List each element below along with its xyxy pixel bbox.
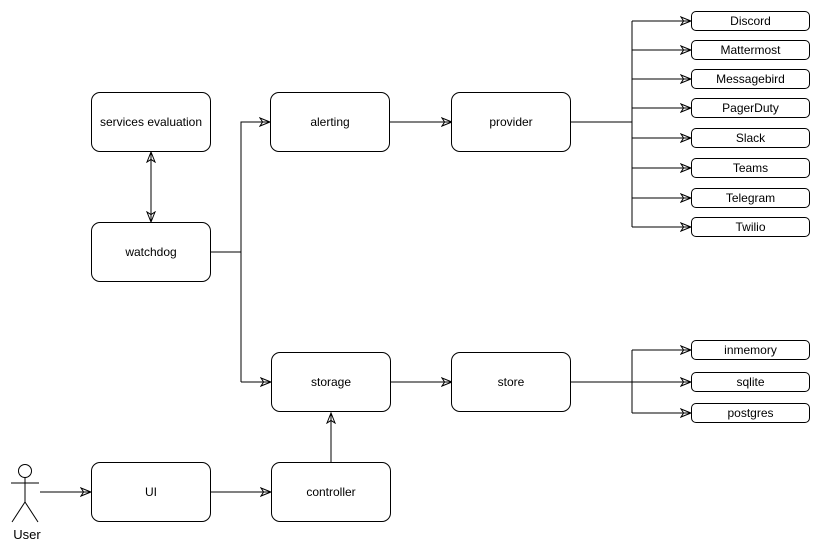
node-alerting: alerting: [270, 92, 390, 152]
node-provider: provider: [451, 92, 571, 152]
edge-junction-alerting: [240, 122, 270, 382]
provider-item: PagerDuty: [691, 98, 810, 118]
node-services-evaluation: services evaluation: [91, 92, 211, 152]
node-store: store: [451, 352, 571, 412]
store-item: postgres: [691, 403, 810, 423]
node-storage: storage: [271, 352, 391, 412]
provider-item: Slack: [691, 128, 810, 148]
store-item: inmemory: [691, 340, 810, 360]
edge-provider-branch: [570, 21, 633, 227]
edge-store-branch: [570, 350, 633, 413]
provider-item: Telegram: [691, 188, 810, 208]
node-watchdog: watchdog: [91, 222, 211, 282]
provider-item: Mattermost: [691, 40, 810, 60]
store-item: sqlite: [691, 372, 810, 392]
provider-item: Twilio: [691, 217, 810, 237]
user-actor-icon: [11, 464, 39, 523]
user-actor-label: User: [13, 527, 41, 542]
provider-item: Teams: [691, 158, 810, 178]
node-controller: controller: [271, 462, 391, 522]
provider-item: Discord: [691, 11, 810, 31]
node-ui: UI: [91, 462, 211, 522]
provider-item: Messagebird: [691, 69, 810, 89]
